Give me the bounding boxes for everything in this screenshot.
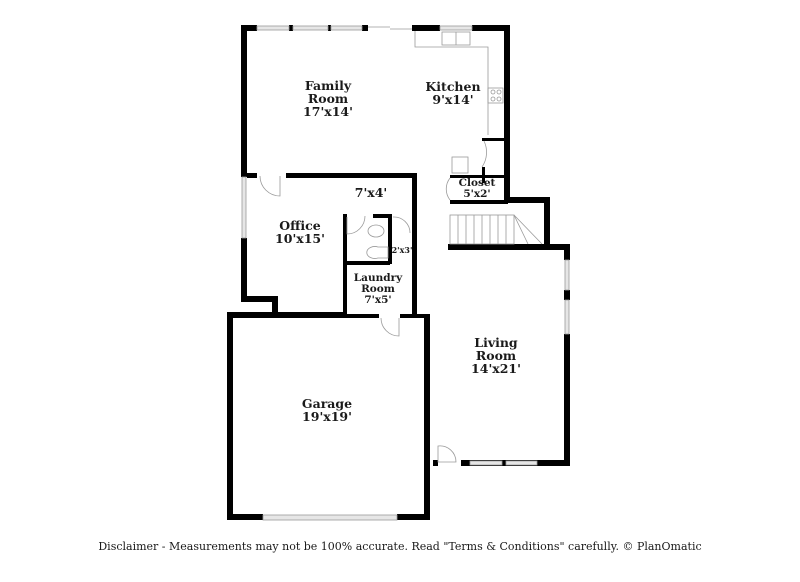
- half-bath-dims: 2'x3': [391, 245, 413, 255]
- office-dims: 10'x15': [275, 231, 325, 247]
- laundry-name-1: Laundry: [353, 272, 403, 284]
- garage-label: Garage 19'x19': [302, 397, 352, 423]
- family-room-dims: 17'x14': [303, 104, 353, 120]
- laundry-room-label: Laundry Room 7'x5': [353, 272, 403, 307]
- laundry-name-2: Room: [361, 283, 395, 296]
- closet-name: Closet: [458, 177, 496, 189]
- closet-label: Closet 5'x2': [458, 177, 496, 201]
- disclaimer-text: Disclaimer - Measurements may not be 100…: [98, 540, 702, 553]
- family-room-name-2: Room: [307, 91, 349, 107]
- office-name: Office: [279, 218, 321, 233]
- kitchen-name: Kitchen: [425, 79, 481, 94]
- closet-dims: 5'x2': [463, 188, 491, 201]
- family-room-label: Family Room 17'x14': [303, 78, 353, 120]
- living-dims: 14'x21': [471, 361, 521, 377]
- half-bath-label: 2'x3': [391, 245, 413, 255]
- garage-name: Garage: [301, 396, 353, 411]
- family-room-name-1: Family: [304, 78, 352, 93]
- hall-dims: 7'x4': [354, 185, 388, 200]
- living-name-2: Room: [475, 348, 517, 364]
- windows: [241, 25, 570, 521]
- exterior-walls: [227, 25, 570, 520]
- garage-dims: 19'x19': [302, 409, 352, 425]
- kitchen-label: Kitchen 9'x14': [425, 80, 480, 106]
- living-room-label: Living Room 14'x21': [471, 335, 521, 377]
- hall-label: 7'x4': [355, 186, 388, 199]
- living-name-1: Living: [474, 335, 518, 350]
- office-label: Office 10'x15': [275, 219, 325, 245]
- laundry-dims: 7'x5': [364, 294, 392, 307]
- kitchen-dims: 9'x14': [432, 92, 474, 108]
- doors-and-fixtures: [259, 26, 543, 463]
